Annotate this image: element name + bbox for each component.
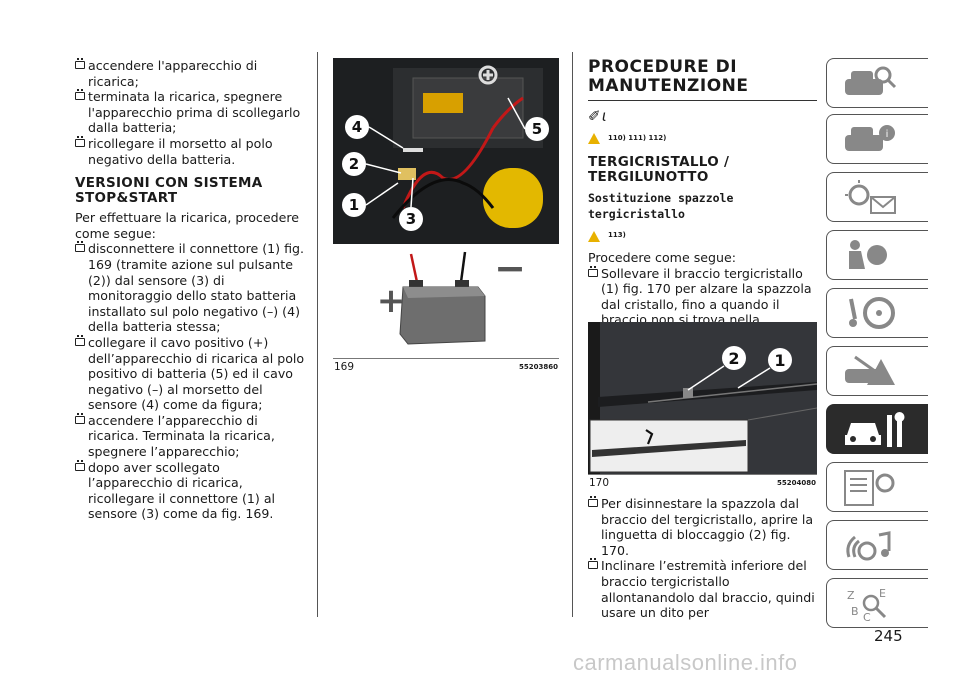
figure-170-caption: 170 55204080 [588, 474, 817, 489]
figure-number: 170 [589, 477, 610, 489]
battery-bullet-icon [75, 241, 85, 253]
figure-169-photo: 4 2 1 3 5 [333, 58, 559, 244]
page-number: 245 [874, 627, 903, 645]
section-heading-stop-start: VERSIONI CON SISTEMA STOP&START [75, 175, 263, 207]
tab-car-search[interactable] [826, 58, 928, 108]
list-item: collegare il cavo positivo (+) dell’appa… [75, 334, 307, 413]
svg-text:1: 1 [349, 196, 359, 214]
tab-technical-data[interactable] [826, 462, 928, 512]
car-info-icon: i [845, 125, 895, 151]
svg-text:i: i [886, 129, 889, 140]
label-3: 3 [399, 207, 423, 231]
battery-engine-photo: 4 2 1 3 5 [333, 58, 559, 244]
tab-warning-lights[interactable] [826, 172, 928, 222]
svg-text:4: 4 [352, 118, 362, 136]
tab-emergency[interactable] [826, 346, 928, 396]
section-heading-tergicristallo: TERGICRISTALLO / TERGILUNOTTO [588, 154, 730, 186]
list-item: disconnettere il connettore (1) fig. 169… [75, 241, 307, 335]
warning-reference: 110) 111) 112) [588, 131, 818, 147]
list-item: Inclinare l’estremità inferiore del brac… [588, 558, 818, 620]
watermark: carmanualsonline.info [573, 650, 798, 675]
tab-driving[interactable] [826, 288, 928, 338]
svg-text:1: 1 [774, 351, 785, 370]
warning-triangle-icon [588, 132, 600, 144]
section-title: PROCEDURE DI MANUTENZIONE [588, 58, 817, 101]
svg-text:E: E [879, 587, 886, 600]
label-4: 4 [345, 115, 369, 139]
svg-text:2: 2 [728, 349, 739, 368]
battery-bullet-icon [588, 496, 598, 507]
intro-paragraph: Per effettuare la ricarica, procedere co… [75, 210, 299, 241]
battery-bullet-icon [588, 265, 598, 277]
list-item: Per disinnestare la spazzola dal braccio… [588, 496, 818, 558]
tab-multimedia[interactable] [826, 520, 928, 570]
svg-text:3: 3 [406, 210, 416, 228]
figure-code: 55204080 [777, 479, 816, 487]
car-search-icon [845, 66, 897, 95]
column-divider [572, 52, 573, 617]
driving-wheel-icon [849, 297, 895, 329]
battery-bullet-icon [75, 58, 85, 69]
battery-icon: + − [377, 246, 526, 345]
battery-bullet-icon [75, 459, 85, 471]
label-1: 1 [768, 348, 792, 372]
list-item: accendere l'apparecchio di ricarica; [75, 58, 307, 89]
tab-maintenance[interactable] [826, 404, 928, 454]
warning-triangle-icon [588, 230, 600, 242]
battery-bullet-icon [75, 334, 85, 346]
figure-169-battery-diagram: + − [333, 244, 559, 356]
figure-170-photo: 2 1 [588, 322, 817, 474]
battery-bullet-icon [75, 412, 85, 424]
list-item: terminata la ricarica, spegnere l'appare… [75, 89, 307, 136]
battery-bullet-icon [588, 558, 598, 570]
list-item: ricollegare il morsetto al polo negativo… [75, 135, 307, 167]
figure-code: 55203860 [519, 363, 558, 371]
right-text-column: PROCEDURE DI MANUTENZIONE ✐ꙇ 110) 111) 1… [588, 58, 818, 359]
maintenance-icon [845, 412, 905, 447]
warning-reference: 113) [588, 228, 818, 244]
right-text-column-continued: Per disinnestare la spazzola dal braccio… [588, 496, 818, 621]
list-item: dopo aver scollegato l’apparecchio di ri… [75, 459, 307, 522]
figure-number: 169 [334, 361, 355, 373]
label-2: 2 [722, 346, 746, 370]
left-text-column: accendere l'apparecchio di ricarica; ter… [75, 58, 307, 522]
procedure-intro: Procedere come segue: [588, 249, 736, 265]
figure-169-caption: 169 55203860 [333, 358, 559, 373]
technical-data-icon [844, 470, 895, 506]
environment-icon: ✐ꙇ [588, 107, 608, 125]
list-item: accendere l’apparecchio di ricarica. Ter… [75, 412, 307, 460]
label-1: 1 [342, 193, 366, 217]
svg-text:B: B [851, 605, 859, 618]
safety-airbag-icon [849, 240, 887, 269]
tab-safety[interactable] [826, 230, 928, 280]
svg-text:2: 2 [349, 155, 359, 173]
warning-lights-icon [845, 180, 896, 214]
minus-sign: − [494, 246, 526, 290]
svg-text:Z: Z [847, 589, 855, 602]
emergency-icon [845, 355, 895, 385]
label-5: 5 [525, 117, 549, 141]
label-2: 2 [342, 152, 366, 176]
wiper-photo: 2 1 [588, 322, 817, 474]
battery-bullet-icon [75, 89, 85, 101]
plus-sign: + [377, 281, 406, 321]
svg-text:C: C [863, 611, 871, 623]
battery-bullet-icon [75, 135, 85, 147]
column-divider [317, 52, 318, 617]
svg-text:5: 5 [532, 120, 542, 138]
multimedia-icon [846, 531, 891, 561]
tab-car-info[interactable]: i [826, 114, 928, 164]
subheading-sostituzione: Sostituzione spazzole tergicristallo [588, 191, 734, 221]
